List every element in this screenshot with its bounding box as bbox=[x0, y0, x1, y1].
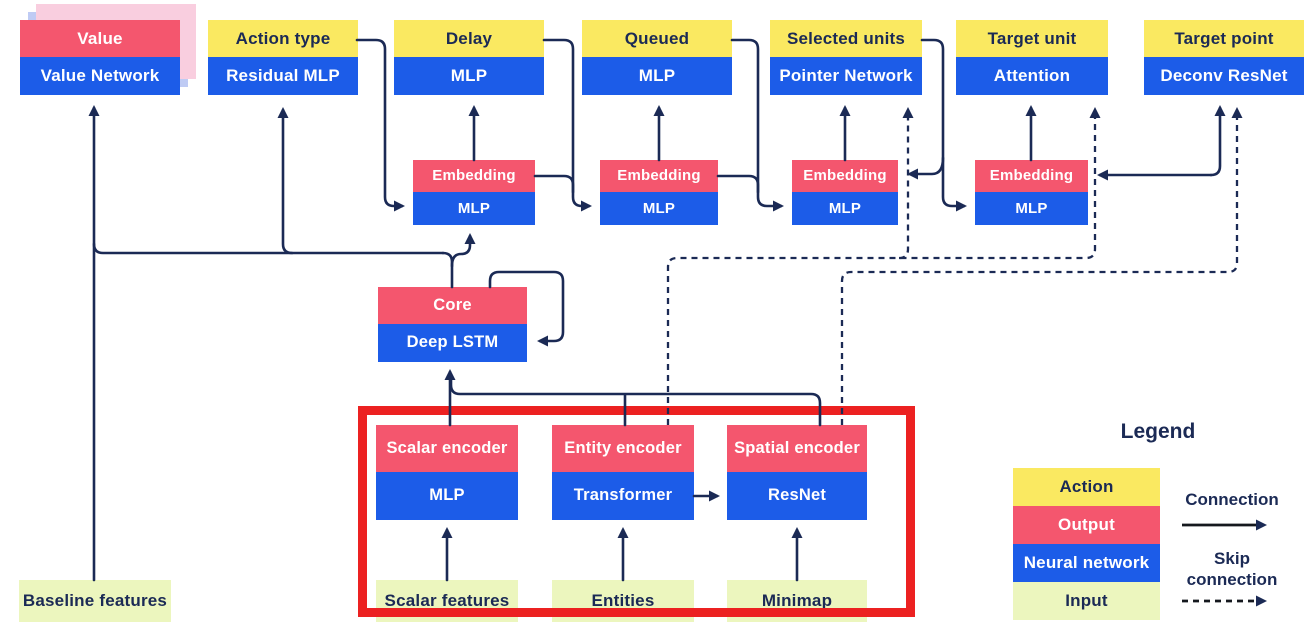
selected-units-label: Selected units bbox=[770, 20, 922, 57]
node-value: Value Value Network bbox=[20, 20, 180, 95]
core-label: Core bbox=[378, 287, 527, 324]
baseline-features-label: Baseline features bbox=[19, 580, 171, 622]
node-target-unit: Target unit Attention bbox=[956, 20, 1108, 95]
embedding4-label: Embedding bbox=[975, 160, 1088, 192]
conn-embedding2-out bbox=[716, 174, 760, 194]
legend-input-swatch: Input bbox=[1013, 582, 1160, 620]
embedding3-network-label: MLP bbox=[792, 192, 898, 225]
conn-embedding1-out bbox=[533, 174, 575, 194]
node-selected-units: Selected units Pointer Network bbox=[770, 20, 922, 95]
value-network-label: Value Network bbox=[20, 57, 180, 95]
spatial-encoder-network-label: ResNet bbox=[727, 472, 867, 520]
value-action-label: Value bbox=[20, 20, 180, 57]
node-entity-encoder: Entity encoder Transformer bbox=[552, 425, 694, 520]
conn-core-top bbox=[441, 251, 454, 289]
node-embedding-4: Embedding MLP bbox=[975, 160, 1088, 225]
embedding4-network-label: MLP bbox=[975, 192, 1088, 225]
queued-label: Queued bbox=[582, 20, 732, 57]
node-spatial-encoder: Spatial encoder ResNet bbox=[727, 425, 867, 520]
conn-core-to-embedding1 bbox=[450, 233, 476, 268]
action-type-network-label: Residual MLP bbox=[208, 57, 358, 95]
spatial-encoder-label: Spatial encoder bbox=[727, 425, 867, 472]
embedding2-label: Embedding bbox=[600, 160, 718, 192]
target-point-network-label: Deconv ResNet bbox=[1144, 57, 1304, 95]
entity-encoder-network-label: Transformer bbox=[552, 472, 694, 520]
queued-network-label: MLP bbox=[582, 57, 732, 95]
node-baseline-features: Baseline features bbox=[19, 580, 171, 622]
embedding1-network-label: MLP bbox=[413, 192, 535, 225]
node-queued: Queued MLP bbox=[582, 20, 732, 95]
node-embedding-3: Embedding MLP bbox=[792, 160, 898, 225]
legend-swatches: Action Output Neural network Input bbox=[1013, 468, 1160, 620]
conn-embedding4-to-deconv bbox=[1209, 105, 1226, 177]
target-unit-network-label: Attention bbox=[956, 57, 1108, 95]
skip-entity-to-attention bbox=[666, 107, 1101, 425]
node-scalar-encoder: Scalar encoder MLP bbox=[376, 425, 518, 520]
target-unit-label: Target unit bbox=[956, 20, 1108, 57]
legend-title: Legend bbox=[1120, 420, 1196, 443]
embedding2-network-label: MLP bbox=[600, 192, 718, 225]
node-target-point: Target point Deconv ResNet bbox=[1144, 20, 1304, 95]
conn-selected-units-to-embedding3 bbox=[907, 156, 945, 180]
embedding1-label: Embedding bbox=[413, 160, 535, 192]
legend-network-swatch: Neural network bbox=[1013, 544, 1160, 582]
node-core: Core Deep LSTM bbox=[378, 287, 527, 362]
conn-bus-to-residual-mlp bbox=[277, 107, 294, 255]
node-embedding-2: Embedding MLP bbox=[600, 160, 718, 225]
core-network-label: Deep LSTM bbox=[378, 324, 527, 362]
embedding3-label: Embedding bbox=[792, 160, 898, 192]
legend-connection-label: Connection bbox=[1185, 490, 1279, 509]
entity-encoder-label: Entity encoder bbox=[552, 425, 694, 472]
skip-entity-to-pointer bbox=[898, 107, 914, 260]
legend-output-swatch: Output bbox=[1013, 506, 1160, 544]
skip-spatial-to-deconv bbox=[840, 107, 1243, 425]
node-action-type: Action type Residual MLP bbox=[208, 20, 358, 95]
scalar-encoder-label: Scalar encoder bbox=[376, 425, 518, 472]
legend-action-swatch: Action bbox=[1013, 468, 1160, 506]
legend-skip-connection-label: Skip connection bbox=[1186, 549, 1278, 590]
delay-label: Delay bbox=[394, 20, 544, 57]
conn-core-bus-left bbox=[92, 242, 445, 255]
node-delay: Delay MLP bbox=[394, 20, 544, 95]
delay-network-label: MLP bbox=[394, 57, 544, 95]
target-point-label: Target point bbox=[1144, 20, 1304, 57]
action-type-label: Action type bbox=[208, 20, 358, 57]
node-embedding-1: Embedding MLP bbox=[413, 160, 535, 225]
selected-units-network-label: Pointer Network bbox=[770, 57, 922, 95]
scalar-encoder-network-label: MLP bbox=[376, 472, 518, 520]
encoders-highlight-box bbox=[358, 406, 915, 617]
